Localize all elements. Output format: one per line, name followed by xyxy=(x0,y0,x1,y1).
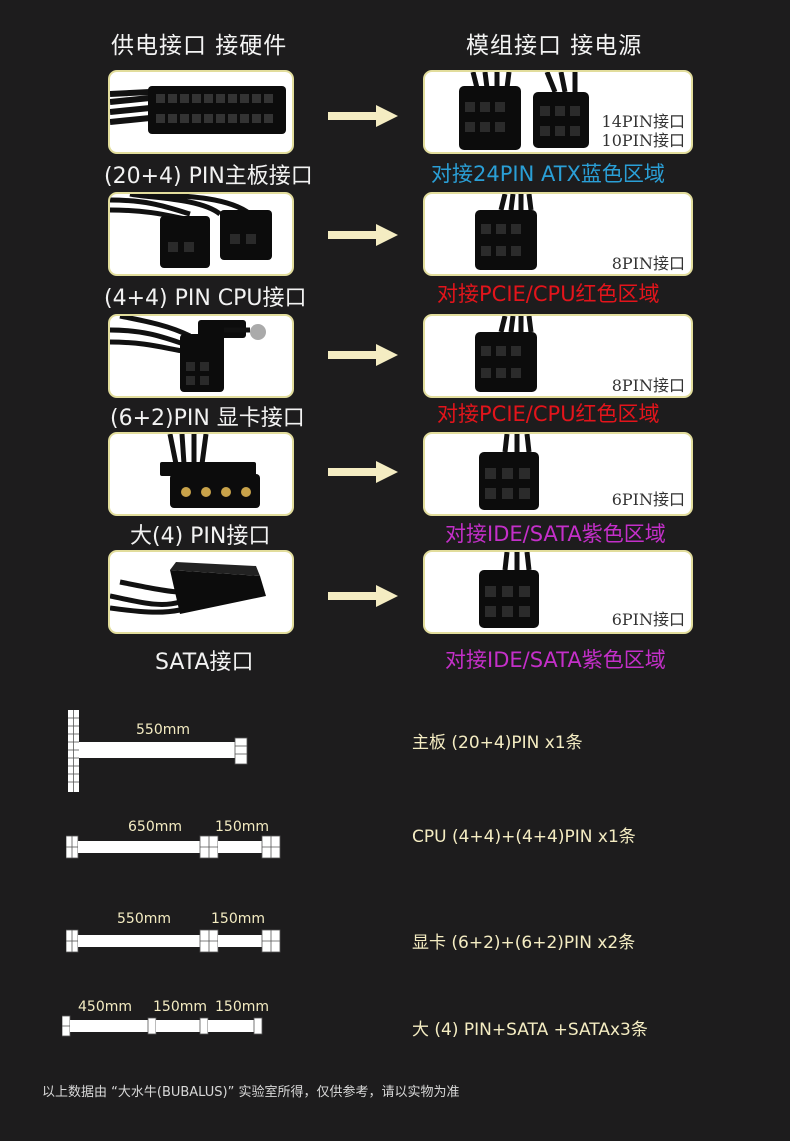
cable-length-label: 550mm xyxy=(117,911,171,927)
target-label-red: 对接PCIE/CPU红色区域 xyxy=(437,282,660,306)
cable-spec-cpu: CPU (4+4)+(4+4)PIN x1条 xyxy=(412,827,636,847)
arrow-right-icon xyxy=(328,585,398,607)
connector-label-gpu: (6+2)PIN 显卡接口 xyxy=(110,406,305,431)
cable-length-label: 150mm xyxy=(153,999,207,1015)
cable-diagram-mainboard xyxy=(68,710,248,792)
connector-label-sata: SATA接口 xyxy=(155,650,254,675)
pin-label: 8PIN接口 xyxy=(611,376,685,395)
cable-length-label: 650mm xyxy=(128,819,182,835)
pin-label: 6PIN接口 xyxy=(611,490,685,509)
target-label-purple: 对接IDE/SATA紫色区域 xyxy=(445,522,666,546)
connector-image-gpu-6plus2 xyxy=(108,314,294,398)
cable-diagram-gpu xyxy=(66,929,281,953)
connector-image-24pin-mainboard xyxy=(108,70,294,154)
module-port-image-8pin: 8PIN接口 xyxy=(423,192,693,276)
module-port-image-6pin: 6PIN接口 xyxy=(423,432,693,516)
target-label-blue: 对接24PIN ATX蓝色区域 xyxy=(431,162,665,186)
module-port-image-6pin: 6PIN接口 xyxy=(423,550,693,634)
cable-length-label: 450mm xyxy=(78,999,132,1015)
cable-spec-gpu: 显卡 (6+2)+(6+2)PIN x2条 xyxy=(412,933,636,953)
target-label-purple: 对接IDE/SATA紫色区域 xyxy=(445,648,666,672)
pin-label: 6PIN接口 xyxy=(611,610,685,629)
cable-length-label: 150mm xyxy=(211,911,265,927)
right-column-header: 模组接口 接电源 xyxy=(466,33,643,59)
module-port-image-8pin: 8PIN接口 xyxy=(423,314,693,398)
cable-spec-molex-sata: 大 (4) PIN+SATA +SATAx3条 xyxy=(412,1020,648,1040)
pin-label: 8PIN接口 xyxy=(611,254,685,273)
connector-image-molex xyxy=(108,432,294,516)
connector-label-24pin: (20+4) PIN主板接口 xyxy=(104,164,313,189)
footnote: 以上数据由 “大水牛(BUBALUS)” 实验室所得，仅供参考，请以实物为准 xyxy=(42,1085,460,1100)
cable-diagram-molex-sata xyxy=(62,1015,263,1037)
connector-image-sata xyxy=(108,550,294,634)
connector-label-molex: 大(4) PIN接口 xyxy=(130,524,271,549)
left-column-header: 供电接口 接硬件 xyxy=(111,33,288,59)
cable-length-label: 150mm xyxy=(215,999,269,1015)
cable-length-label: 550mm xyxy=(136,722,190,738)
target-label-red: 对接PCIE/CPU红色区域 xyxy=(437,402,660,426)
arrow-right-icon xyxy=(328,461,398,483)
cable-spec-mainboard: 主板 (20+4)PIN x1条 xyxy=(412,733,583,753)
arrow-right-icon xyxy=(328,105,398,127)
cable-length-label: 150mm xyxy=(215,819,269,835)
cable-diagram-cpu xyxy=(66,835,281,859)
arrow-right-icon xyxy=(328,344,398,366)
connector-label-cpu: (4+4) PIN CPU接口 xyxy=(104,286,307,311)
pin-label: 14PIN接口 xyxy=(601,112,685,131)
pin-label: 10PIN接口 xyxy=(601,131,685,150)
arrow-right-icon xyxy=(328,224,398,246)
connector-image-cpu-4plus4 xyxy=(108,192,294,276)
